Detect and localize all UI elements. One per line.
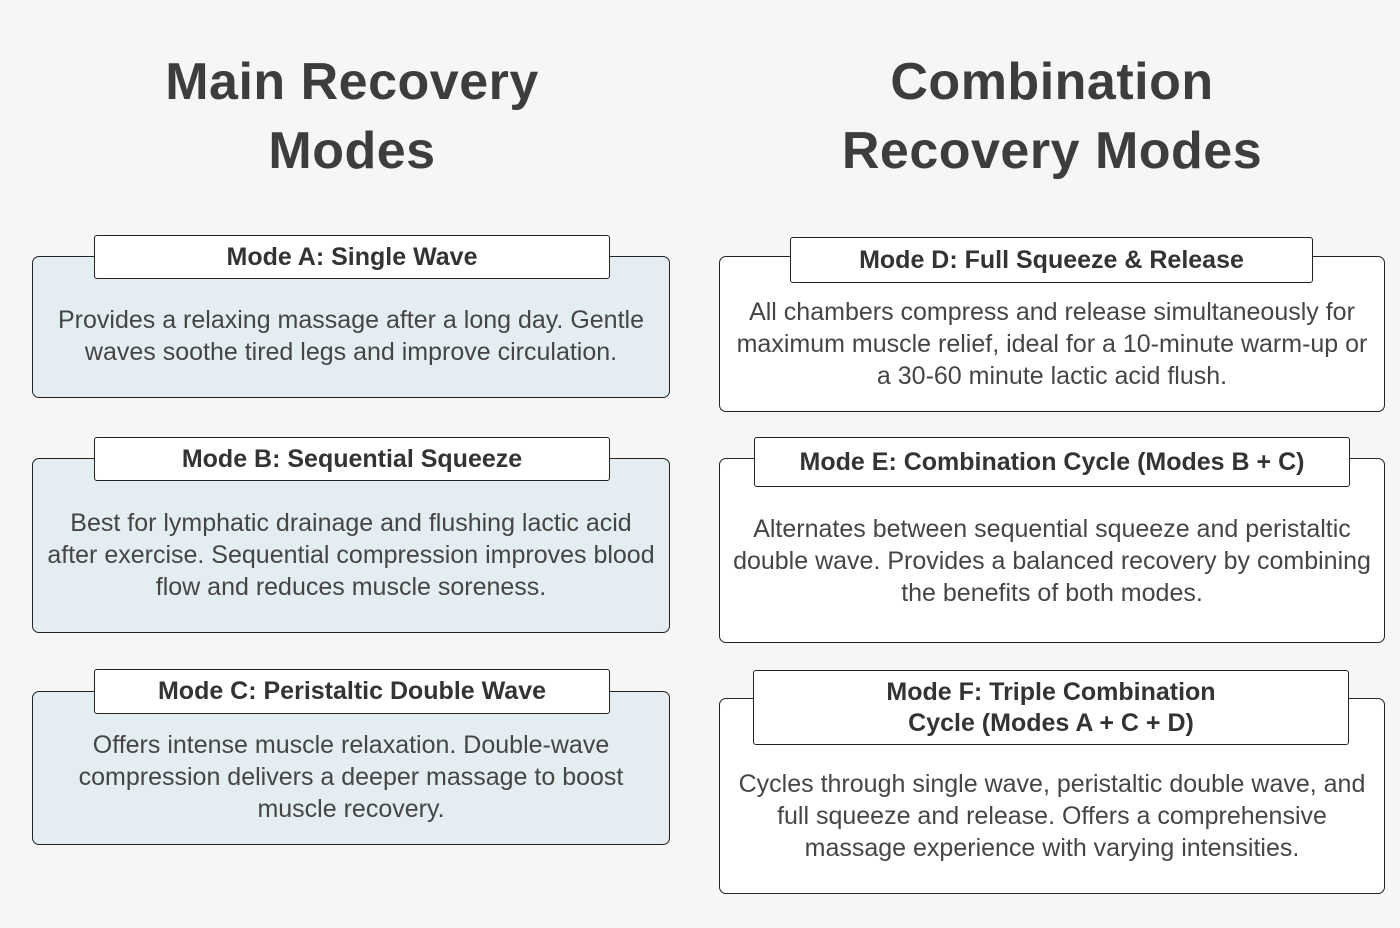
- card-mode-c-header: Mode C: Peristaltic Double Wave: [94, 669, 610, 714]
- card-mode-e-description: Alternates between sequential squeeze an…: [733, 514, 1371, 607]
- card-mode-a-title: Mode A: Single Wave: [226, 242, 478, 271]
- title-line-1: Combination: [890, 53, 1214, 111]
- card-mode-f-description: Cycles through single wave, peristaltic …: [738, 770, 1366, 862]
- card-mode-b-body: Best for lymphatic drainage and flushing…: [32, 458, 670, 633]
- card-mode-b-header: Mode B: Sequential Squeeze: [94, 437, 610, 481]
- card-mode-e-title: Mode E: Combination Cycle (Modes B + C): [799, 447, 1305, 476]
- card-mode-f-header: Mode F: Triple Combination Cycle (Modes …: [753, 670, 1349, 745]
- card-mode-c-title: Mode C: Peristaltic Double Wave: [157, 677, 547, 705]
- card-mode-a-body: Provides a relaxing massage after a long…: [32, 256, 670, 398]
- card-mode-b-description: Best for lymphatic drainage and flushing…: [47, 508, 655, 601]
- card-mode-d-header: Mode D: Full Squeeze & Release: [790, 237, 1313, 283]
- main-recovery-modes-title: Main Recovery Modes: [32, 48, 672, 186]
- card-mode-f-title-line-2: Cycle (Modes A + C + D): [908, 708, 1194, 737]
- card-mode-f-title-line-1: Mode F: Triple Combination: [886, 677, 1216, 706]
- title-line-1: Main Recovery: [165, 53, 539, 111]
- card-mode-d-title: Mode D: Full Squeeze & Release: [859, 245, 1244, 274]
- card-mode-e-body: Alternates between sequential squeeze an…: [719, 458, 1385, 643]
- card-mode-c-description: Offers intense muscle relaxation. Double…: [78, 731, 624, 823]
- combination-recovery-modes-title: Combination Recovery Modes: [719, 48, 1385, 186]
- card-mode-a-description: Provides a relaxing massage after a long…: [58, 306, 644, 366]
- title-line-2: Modes: [268, 122, 436, 180]
- card-mode-a-header: Mode A: Single Wave: [94, 235, 610, 279]
- title-line-2: Recovery Modes: [841, 122, 1263, 180]
- card-mode-b-title: Mode B: Sequential Squeeze: [181, 444, 523, 473]
- card-mode-c-body: Offers intense muscle relaxation. Double…: [32, 691, 670, 845]
- card-mode-e-header: Mode E: Combination Cycle (Modes B + C): [754, 437, 1350, 487]
- card-mode-d-description: All chambers compress and release simult…: [736, 298, 1368, 390]
